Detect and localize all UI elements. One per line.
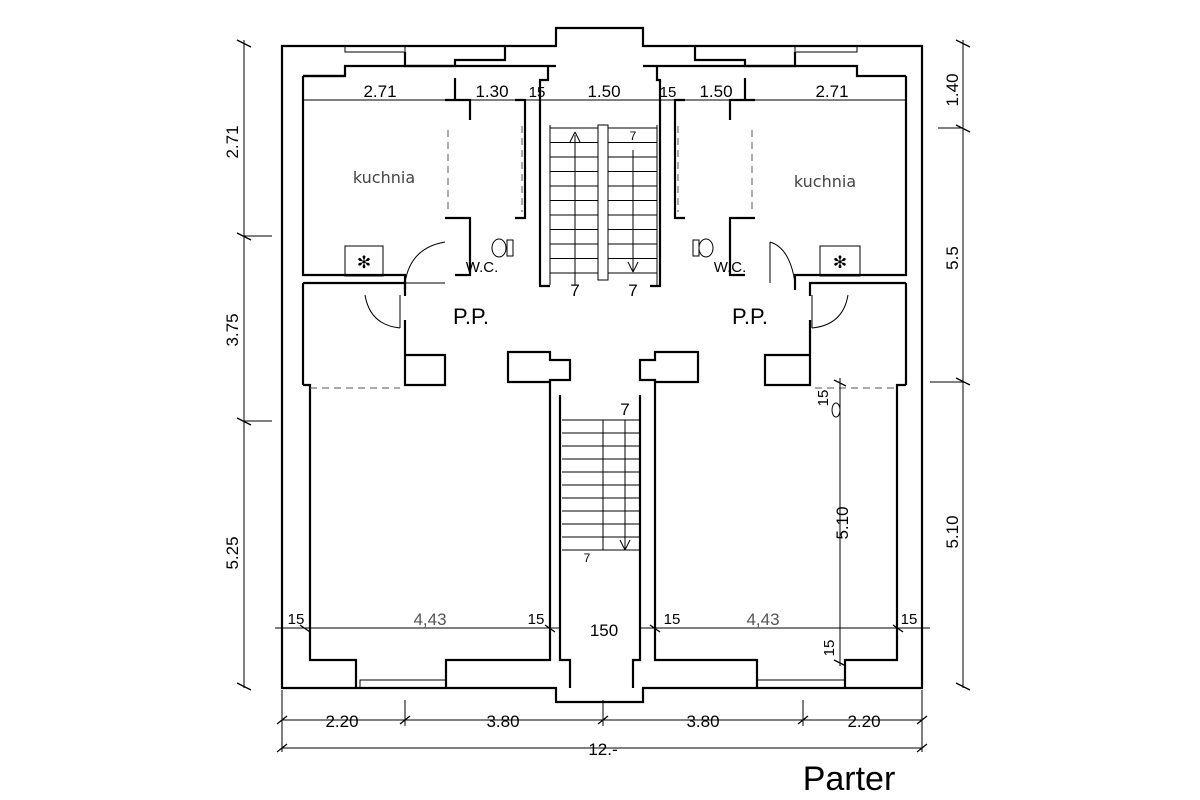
toilet-left-icon [491,238,507,258]
dim-top-15-b: 15 [660,84,677,101]
stair-arrow-head [627,261,634,273]
outer-walls [280,26,924,704]
stair-top-right-count: 7 [628,281,637,300]
dim-room-width-left: 4,43 [413,610,446,629]
stairs-top [549,124,658,285]
labels: kuchnia kuchnia W.C. W.C. P.P. P.P. 2.71… [223,73,962,798]
dim-room-width-right: 4,43 [746,610,779,629]
fixtures: ✻ ✻ [344,238,861,418]
stair-bottom-small: 7 [584,551,591,565]
stair-top-right-small: 7 [630,129,637,143]
stairs-bottom [562,419,640,551]
dim-overall: 12.- [588,740,617,759]
dim-top-15-a: 15 [529,84,546,101]
stair-arrow-head [624,539,631,551]
kitchen-right-label: kuchnia [794,172,856,191]
dim-bottom-3: 3.80 [686,712,719,731]
pp-left-label: P.P. [453,304,489,329]
dim-top-stair: 1.50 [587,82,620,101]
dim-top-kitchen-left: 2.71 [363,82,396,101]
dim-wall-15-lr: 15 [528,611,545,628]
dim-left-1: 2.71 [223,125,242,158]
stair-bottom-top-count: 7 [620,400,629,419]
dim-corridor-width: 150 [590,621,618,640]
left-wing-walls [301,46,572,688]
stair-arrow-head [569,131,576,143]
kitchen-left-label: kuchnia [353,168,415,187]
dim-right-3: 5.10 [943,515,962,548]
dim-inner-right-15-top: 15 [815,390,832,407]
dim-right-1: 1.40 [943,73,962,106]
stair-arrow-head [619,539,626,551]
wc-left-label: W.C. [466,259,499,276]
radiator-icon [831,402,841,418]
dim-bottom-1: 2.20 [325,712,358,731]
dim-top-bath-left: 1.30 [475,82,508,101]
stair-arrow-head [574,131,581,143]
doors [364,241,849,329]
dim-right-2: 5.5 [943,246,962,270]
stove-right-symbol: ✻ [833,253,847,272]
corridor-walls [558,395,642,688]
wc-right-label: W.C. [714,259,747,276]
pp-right-label: P.P. [732,304,768,329]
dim-bottom-2: 3.80 [486,712,519,731]
dim-left-3: 5.25 [223,536,242,569]
dim-wall-15-rl: 15 [664,611,681,628]
dim-wall-15-rr: 15 [901,611,918,628]
page-title: Parter [803,760,896,798]
dimension-lines [236,39,971,753]
stair-arrow-head [632,261,639,273]
dim-top-kitchen-right: 2.71 [815,82,848,101]
dim-inner-right-height: 5.10 [833,506,852,539]
stair-top-left-count: 7 [570,281,579,300]
stair-handrail [597,124,609,281]
dim-top-bath-right: 1.50 [699,82,732,101]
dim-bottom-4: 2.20 [847,712,880,731]
dim-inner-right-15-bottom: 15 [821,640,838,657]
dim-wall-15-ll: 15 [288,611,305,628]
stove-left-symbol: ✻ [357,253,371,272]
dim-left-2: 3.75 [223,313,242,346]
right-wing-walls [638,46,908,688]
toilet-right-icon [698,238,714,258]
